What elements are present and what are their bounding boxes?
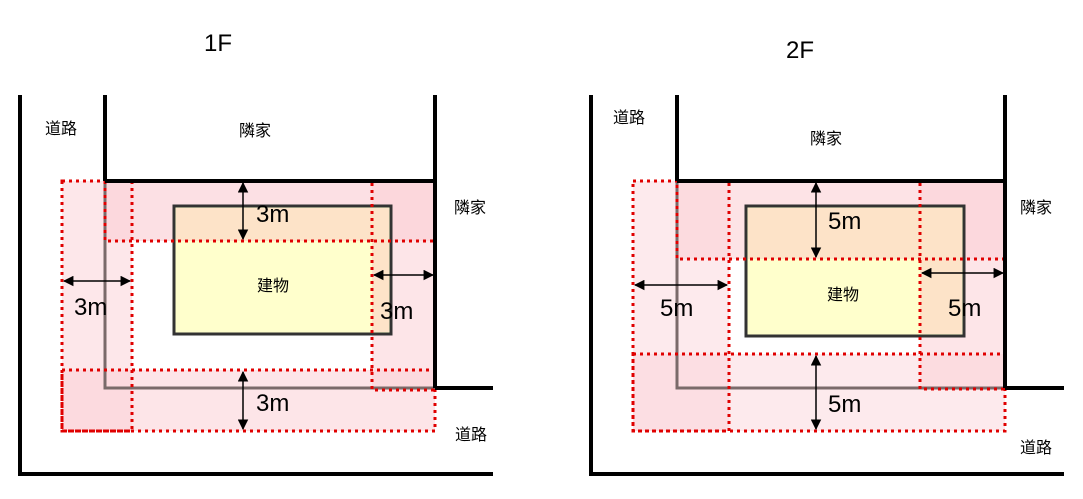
road-label-bottom: 道路 [1020, 439, 1052, 457]
building-overlap-top [176, 208, 389, 241]
distance-left: 3m [74, 294, 107, 321]
building-overlap-top [748, 208, 962, 259]
building-overlap-right [372, 241, 389, 332]
neighbor-label-top: 隣家 [239, 122, 271, 140]
panel-2f: 2F 道路 隣家 隣家 道路 建物 5m 5m 5m 5m [589, 37, 1064, 476]
building-label: 建物 [257, 277, 289, 295]
distance-right: 5m [948, 295, 981, 322]
distance-bottom: 5m [828, 391, 861, 418]
distance-bottom: 3m [256, 390, 289, 417]
road-label-top: 道路 [45, 120, 77, 138]
distance-top: 3m [256, 201, 289, 228]
setback-outline-left [60, 179, 134, 433]
neighbor-label-top: 隣家 [810, 130, 842, 148]
distance-top: 5m [828, 208, 861, 235]
setback-zone-bottom [62, 370, 435, 431]
distance-right: 3m [380, 298, 413, 325]
neighbor-label-right: 隣家 [1020, 199, 1052, 217]
neighbor-label-right: 隣家 [454, 199, 486, 217]
floor-label: 1F [204, 30, 232, 57]
road-label-top: 道路 [613, 109, 645, 127]
site-boundary [103, 181, 435, 390]
panel-1f: 1F 道路 隣家 隣家 道路 建物 3m 3m 3m 3m [18, 30, 493, 476]
road-label-bottom: 道路 [455, 426, 487, 444]
floor-label: 2F [786, 37, 814, 64]
building-label: 建物 [827, 286, 859, 304]
setback-outline-right [370, 179, 437, 392]
distance-left: 5m [660, 295, 693, 322]
setback-zone-bottom [633, 354, 1005, 431]
